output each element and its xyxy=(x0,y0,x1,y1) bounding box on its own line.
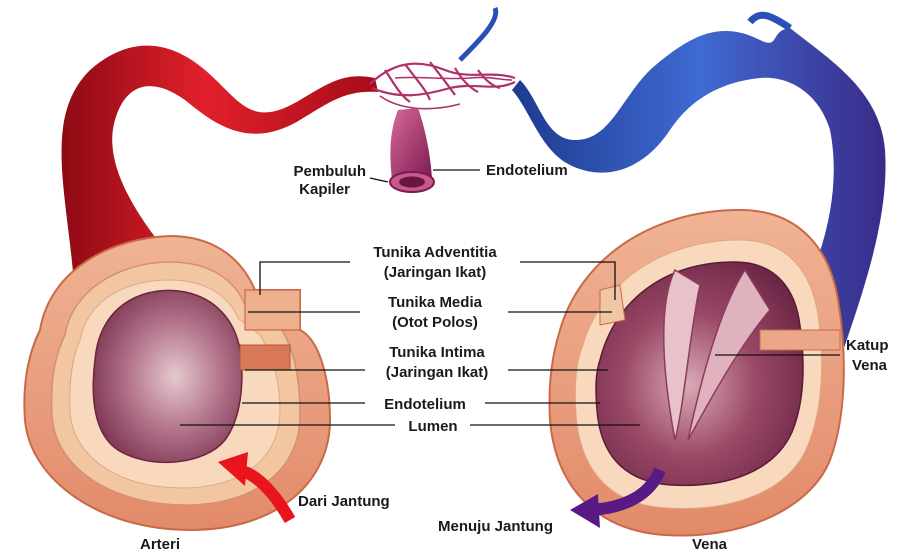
label-pembuluh: Pembuluh xyxy=(293,163,366,180)
label-menuju-jantung: Menuju Jantung xyxy=(438,518,553,535)
label-vena: Vena xyxy=(692,536,728,553)
label-tunika-media: Tunika Media xyxy=(388,294,483,311)
artery-cross-section xyxy=(24,236,330,530)
label-endotelium-top: Endotelium xyxy=(486,162,568,179)
label-tunika-adventitia-sub: (Jaringan Ikat) xyxy=(384,264,487,281)
label-kapiler: Kapiler xyxy=(299,181,350,198)
label-arteri: Arteri xyxy=(140,536,180,553)
capillary-network xyxy=(370,62,515,109)
label-lumen: Lumen xyxy=(408,418,457,435)
label-tunika-adventitia: Tunika Adventitia xyxy=(373,244,497,261)
label-tunika-intima: Tunika Intima xyxy=(389,344,485,361)
label-katup: Katup xyxy=(846,337,889,354)
label-dari-jantung: Dari Jantung xyxy=(298,493,390,510)
label-vena-valve: Vena xyxy=(852,357,888,374)
label-tunika-intima-sub: (Jaringan Ikat) xyxy=(386,364,489,381)
capillary-cross-section xyxy=(390,108,434,192)
vein-cross-section xyxy=(549,210,843,536)
label-tunika-media-sub: (Otot Polos) xyxy=(392,314,478,331)
label-endotelium-mid: Endotelium xyxy=(384,396,466,413)
